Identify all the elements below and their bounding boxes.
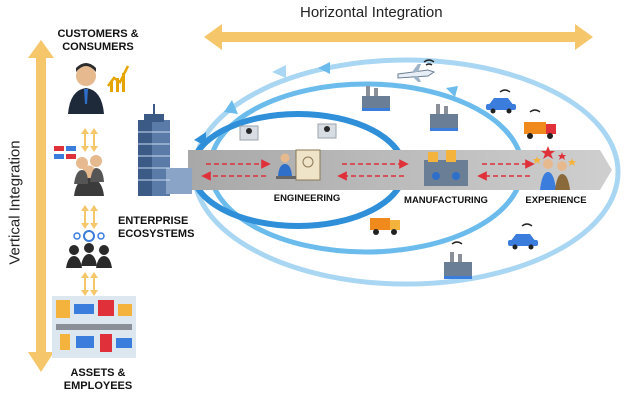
customers-consumers-label: CUSTOMERS & CONSUMERS	[57, 28, 139, 53]
horizontal-integration-arrow	[204, 24, 593, 50]
factory-small-icon	[362, 86, 472, 279]
workers-gear-icon	[66, 230, 112, 268]
people-network-icon	[54, 146, 104, 196]
truck-icon	[370, 109, 556, 235]
assets-employees-label: ASSETS & EMPLOYEES	[63, 367, 133, 392]
stack-connectors	[81, 128, 98, 296]
flow-arrows	[201, 159, 535, 181]
factory-floor-icon	[52, 296, 136, 358]
vertical-integration-title: Vertical Integration	[6, 140, 24, 265]
value-chain-band	[188, 150, 612, 190]
stage-manufacturing-label: MANUFACTURING	[404, 195, 488, 206]
factory-robot-icon	[424, 150, 468, 186]
car-wifi-icon	[486, 89, 538, 250]
skyscraper-icon	[138, 104, 192, 196]
engineer-desk-icon	[276, 149, 321, 181]
vertical-integration-arrow	[28, 40, 54, 372]
airplane-wifi-icon	[397, 59, 436, 82]
stage-experience-label: EXPERIENCE	[525, 195, 587, 206]
horizontal-integration-title: Horizontal Integration	[300, 4, 443, 21]
cubicle-icon	[239, 123, 337, 141]
enterprise-ecosystems-label: ENTERPRISE ECOSYSTEMS	[118, 215, 195, 240]
customer-stars-icon	[533, 146, 576, 190]
stage-engineering-label: ENGINEERING	[273, 193, 341, 204]
businessman-chart-icon	[68, 63, 130, 114]
